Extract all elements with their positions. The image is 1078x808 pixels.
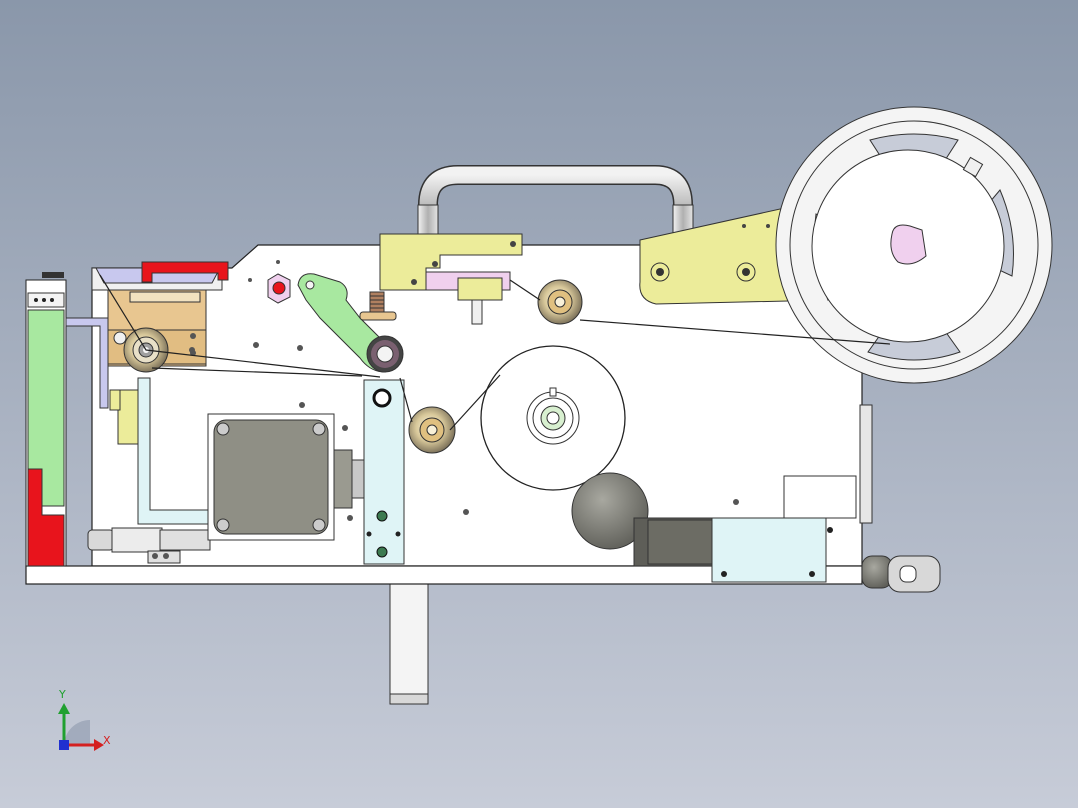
vertical-slider bbox=[363, 379, 405, 565]
support-bar bbox=[389, 583, 429, 705]
label-reel bbox=[775, 106, 1053, 384]
z-axis-marker bbox=[59, 740, 69, 750]
indicator-light bbox=[267, 273, 291, 304]
x-axis-label: X bbox=[103, 734, 111, 747]
left-side-plate bbox=[25, 272, 67, 567]
red-stop-block bbox=[141, 261, 229, 283]
middle-roller bbox=[408, 406, 456, 454]
y-axis-label: Y bbox=[58, 688, 66, 701]
label-web bbox=[99, 274, 891, 431]
control-box bbox=[711, 517, 833, 583]
motor bbox=[207, 413, 365, 541]
sensor-bracket bbox=[117, 389, 139, 445]
drive-wheel bbox=[480, 345, 626, 491]
carry-handle bbox=[417, 165, 694, 248]
counterweight-disk bbox=[571, 472, 649, 550]
coordinate-triad: Y X bbox=[58, 688, 111, 751]
air-fitting bbox=[87, 527, 211, 564]
right-bracket bbox=[859, 404, 873, 524]
side-cover bbox=[783, 475, 857, 519]
tension-spring bbox=[359, 291, 404, 373]
mounting-holes bbox=[152, 260, 739, 559]
peel-bracket bbox=[379, 233, 523, 325]
adjust-knob[interactable] bbox=[861, 555, 941, 593]
upper-roller bbox=[537, 279, 583, 325]
